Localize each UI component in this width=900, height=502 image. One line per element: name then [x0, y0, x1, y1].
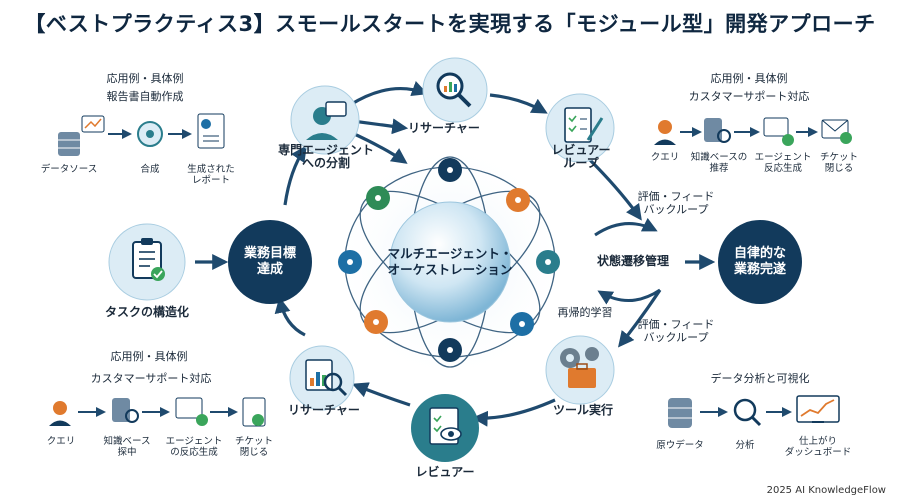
example-tl-graphics	[58, 113, 225, 156]
review-top-label: レビュアー ループ	[546, 144, 616, 170]
final-label-line1: 自律的な	[733, 246, 786, 261]
review-top-node	[545, 93, 615, 163]
example-bl-header2: カスタマーサポート対応	[90, 372, 212, 385]
goal-node	[228, 220, 312, 304]
example-tl-step: 生成された レポート	[187, 164, 235, 186]
goal-label: 業務目標 達成	[228, 246, 312, 278]
reviewer-label: レビュアー	[415, 465, 475, 479]
review-top-label-line2: ループ	[563, 156, 599, 170]
state-management-label: 状態遷移管理	[596, 254, 669, 268]
final-node	[718, 220, 802, 304]
example-tr-graphics	[654, 117, 852, 146]
example-tr-step: クエリ	[650, 152, 680, 163]
center-label-line1: マルチエージェント・	[387, 246, 513, 261]
example-tr-header2: カスタマーサポート対応	[688, 90, 810, 103]
example-bl-step: エージェント の反応生成	[165, 436, 223, 458]
example-br-step: 仕上がり ダッシュボード	[784, 436, 852, 458]
feedback-top-label-line1: 評価・フィード	[637, 190, 715, 203]
researcher-node	[289, 345, 355, 411]
goal-label-line2: 達成	[256, 262, 283, 277]
goal-label-line1: 業務目標	[243, 246, 296, 261]
tool-label: ツール実行	[552, 403, 613, 417]
example-br-step: 分析	[735, 440, 755, 451]
center-label: マルチエージェント・ オーケストレーション	[380, 246, 520, 278]
example-tr-step: チケット 閉じる	[819, 152, 858, 174]
example-tl-header1: 応用例・具体例	[106, 72, 184, 85]
tool-node	[545, 335, 615, 405]
example-tl-step: データソース	[40, 164, 98, 175]
task-label: タスクの構造化	[104, 305, 189, 319]
example-tr-step: 知識ベースの 推荐	[690, 152, 748, 174]
example-br-header1: データ分析と可視化	[710, 372, 810, 385]
recursive-learning-label: 再帰的学習	[557, 306, 613, 319]
researcher-label: リサーチャー	[288, 403, 360, 417]
feedback-bottom-label-line2: バックループ	[643, 331, 709, 344]
feedback-top-label: 評価・フィード バックループ	[636, 190, 716, 216]
split-label-line1: 専門エージェント	[278, 143, 374, 157]
center-label-line2: オーケストレーション	[387, 262, 513, 277]
reviewer-node	[411, 394, 479, 462]
footer-credit: 2025 AI KnowledgeFlow	[766, 485, 886, 496]
research-top-node	[422, 57, 488, 123]
research-top-label: リサーチャー	[408, 121, 480, 135]
example-bl-step: クエリ	[46, 436, 76, 447]
split-label: 専門エージェント への分割	[274, 144, 378, 170]
example-bl-step: 知識ベース 探中	[103, 436, 151, 458]
page-title: 【ベストプラクティス3】スモールスタートを実現する「モジュール型」開発アプローチ	[24, 12, 876, 36]
example-bl-header1: 応用例・具体例	[110, 350, 188, 363]
split-label-line2: への分割	[301, 156, 350, 170]
example-bl-graphics	[49, 397, 266, 427]
review-top-label-line1: レビュアー	[551, 143, 611, 157]
example-tl-step: 合成	[140, 164, 160, 175]
example-br-step: 原ウデータ	[656, 440, 704, 451]
feedback-bottom-label: 評価・フィード バックループ	[636, 318, 716, 344]
split-node	[290, 85, 360, 155]
example-tl-header2: 報告書自動作成	[106, 90, 184, 103]
cycle-arrows	[195, 81, 716, 427]
final-label-line2: 業務完遂	[733, 262, 786, 277]
example-tr-header1: 応用例・具体例	[710, 72, 788, 85]
orbit-nodes	[338, 158, 560, 362]
example-bl-step: チケット 閉じる	[234, 436, 273, 458]
feedback-bottom-label-line1: 評価・フィード	[637, 318, 715, 331]
example-tr-step: エージェント 反応生成	[754, 152, 812, 174]
center-sphere	[389, 201, 511, 323]
feedback-top-label-line2: バックループ	[643, 203, 709, 216]
final-label: 自律的な 業務完遂	[718, 246, 802, 278]
state-ring	[594, 217, 661, 305]
clipboard-icon	[132, 238, 165, 281]
example-br-graphics	[668, 395, 840, 428]
